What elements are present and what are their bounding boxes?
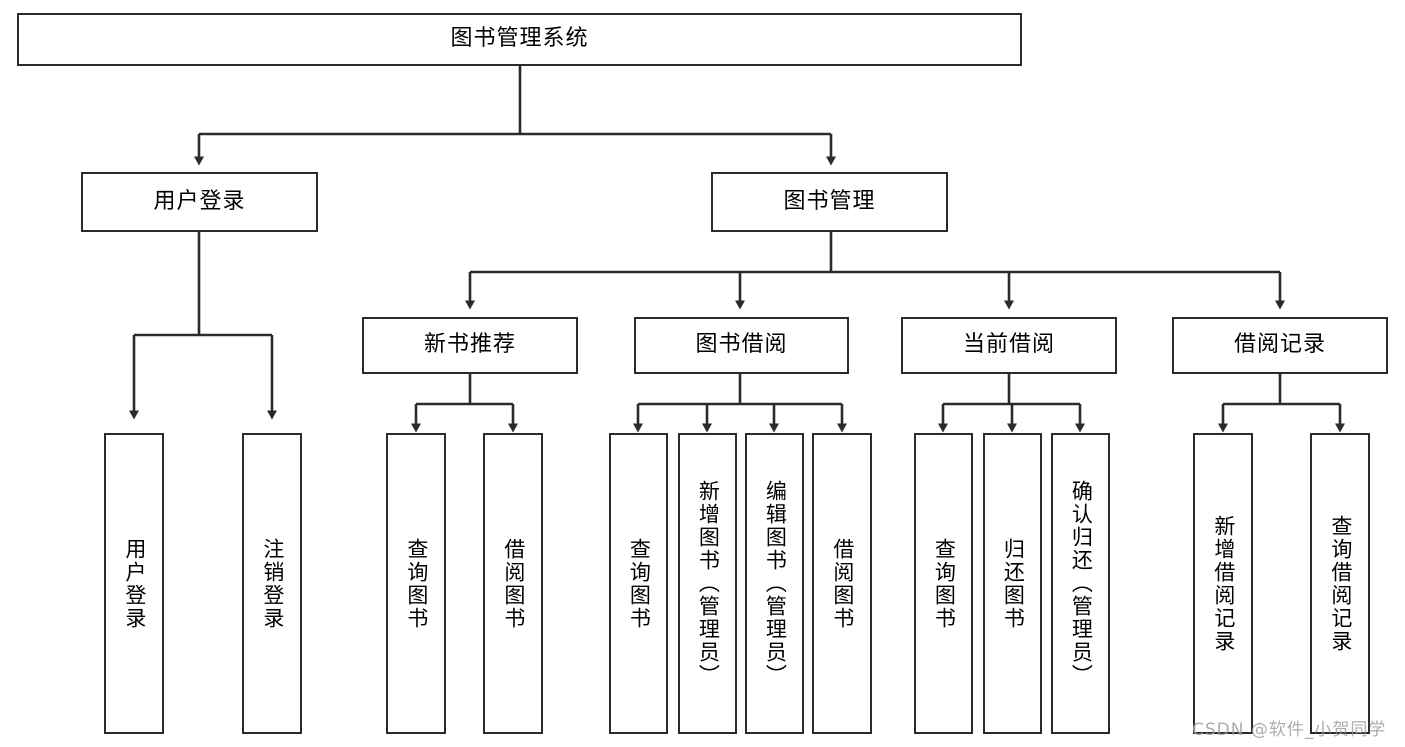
node-label: 注销登录 [260, 537, 285, 630]
leaf-book-borrow-edit[interactable]: 编辑图书（管理员） [745, 433, 804, 734]
node-label: 新书推荐 [423, 332, 516, 358]
node-label: 新增借阅记录 [1211, 514, 1236, 653]
leaf-book-borrow-query[interactable]: 查询图书 [609, 433, 668, 734]
leaf-user-login-login[interactable]: 用户登录 [104, 433, 164, 734]
node-label: 借阅记录 [1233, 332, 1326, 358]
leaf-borrow-record-add[interactable]: 新增借阅记录 [1193, 433, 1253, 734]
node-borrow-record[interactable]: 借阅记录 [1172, 317, 1388, 374]
node-root-system[interactable]: 图书管理系统 [17, 13, 1022, 66]
leaf-new-book-borrow[interactable]: 借阅图书 [483, 433, 543, 734]
node-label: 当前借阅 [962, 332, 1055, 358]
leaf-borrow-record-query[interactable]: 查询借阅记录 [1310, 433, 1370, 734]
node-book-borrow[interactable]: 图书借阅 [634, 317, 849, 374]
leaf-current-borrow-query[interactable]: 查询图书 [914, 433, 973, 734]
leaf-user-login-logout[interactable]: 注销登录 [242, 433, 302, 734]
node-new-book-recommend[interactable]: 新书推荐 [362, 317, 578, 374]
node-label: 归还图书 [1001, 537, 1026, 630]
watermark-text: CSDN @软件_小贺同学 [1192, 720, 1387, 740]
node-label: 图书管理 [783, 188, 876, 214]
node-label: 图书借阅 [695, 332, 788, 358]
node-user-login[interactable]: 用户登录 [81, 172, 318, 232]
leaf-current-borrow-confirm-return[interactable]: 确认归还（管理员） [1051, 433, 1110, 734]
leaf-current-borrow-return[interactable]: 归还图书 [983, 433, 1042, 734]
node-label: 查询借阅记录 [1328, 514, 1353, 653]
node-label: 借阅图书 [501, 537, 526, 630]
node-label: 查询图书 [627, 537, 652, 630]
node-book-management[interactable]: 图书管理 [711, 172, 948, 232]
node-label: 编辑图书（管理员） [763, 480, 788, 687]
node-label: 新增图书（管理员） [696, 480, 721, 687]
node-label: 查询图书 [932, 537, 957, 630]
leaf-book-borrow-borrow[interactable]: 借阅图书 [812, 433, 872, 734]
node-label: 确认归还（管理员） [1069, 480, 1094, 687]
node-label: 图书管理系统 [450, 26, 589, 52]
node-label: 用户登录 [122, 537, 147, 630]
node-label: 借阅图书 [830, 537, 855, 630]
leaf-book-borrow-add[interactable]: 新增图书（管理员） [678, 433, 737, 734]
leaf-new-book-query[interactable]: 查询图书 [386, 433, 446, 734]
node-current-borrow[interactable]: 当前借阅 [901, 317, 1117, 374]
node-label: 查询图书 [404, 537, 429, 630]
node-label: 用户登录 [153, 188, 246, 214]
